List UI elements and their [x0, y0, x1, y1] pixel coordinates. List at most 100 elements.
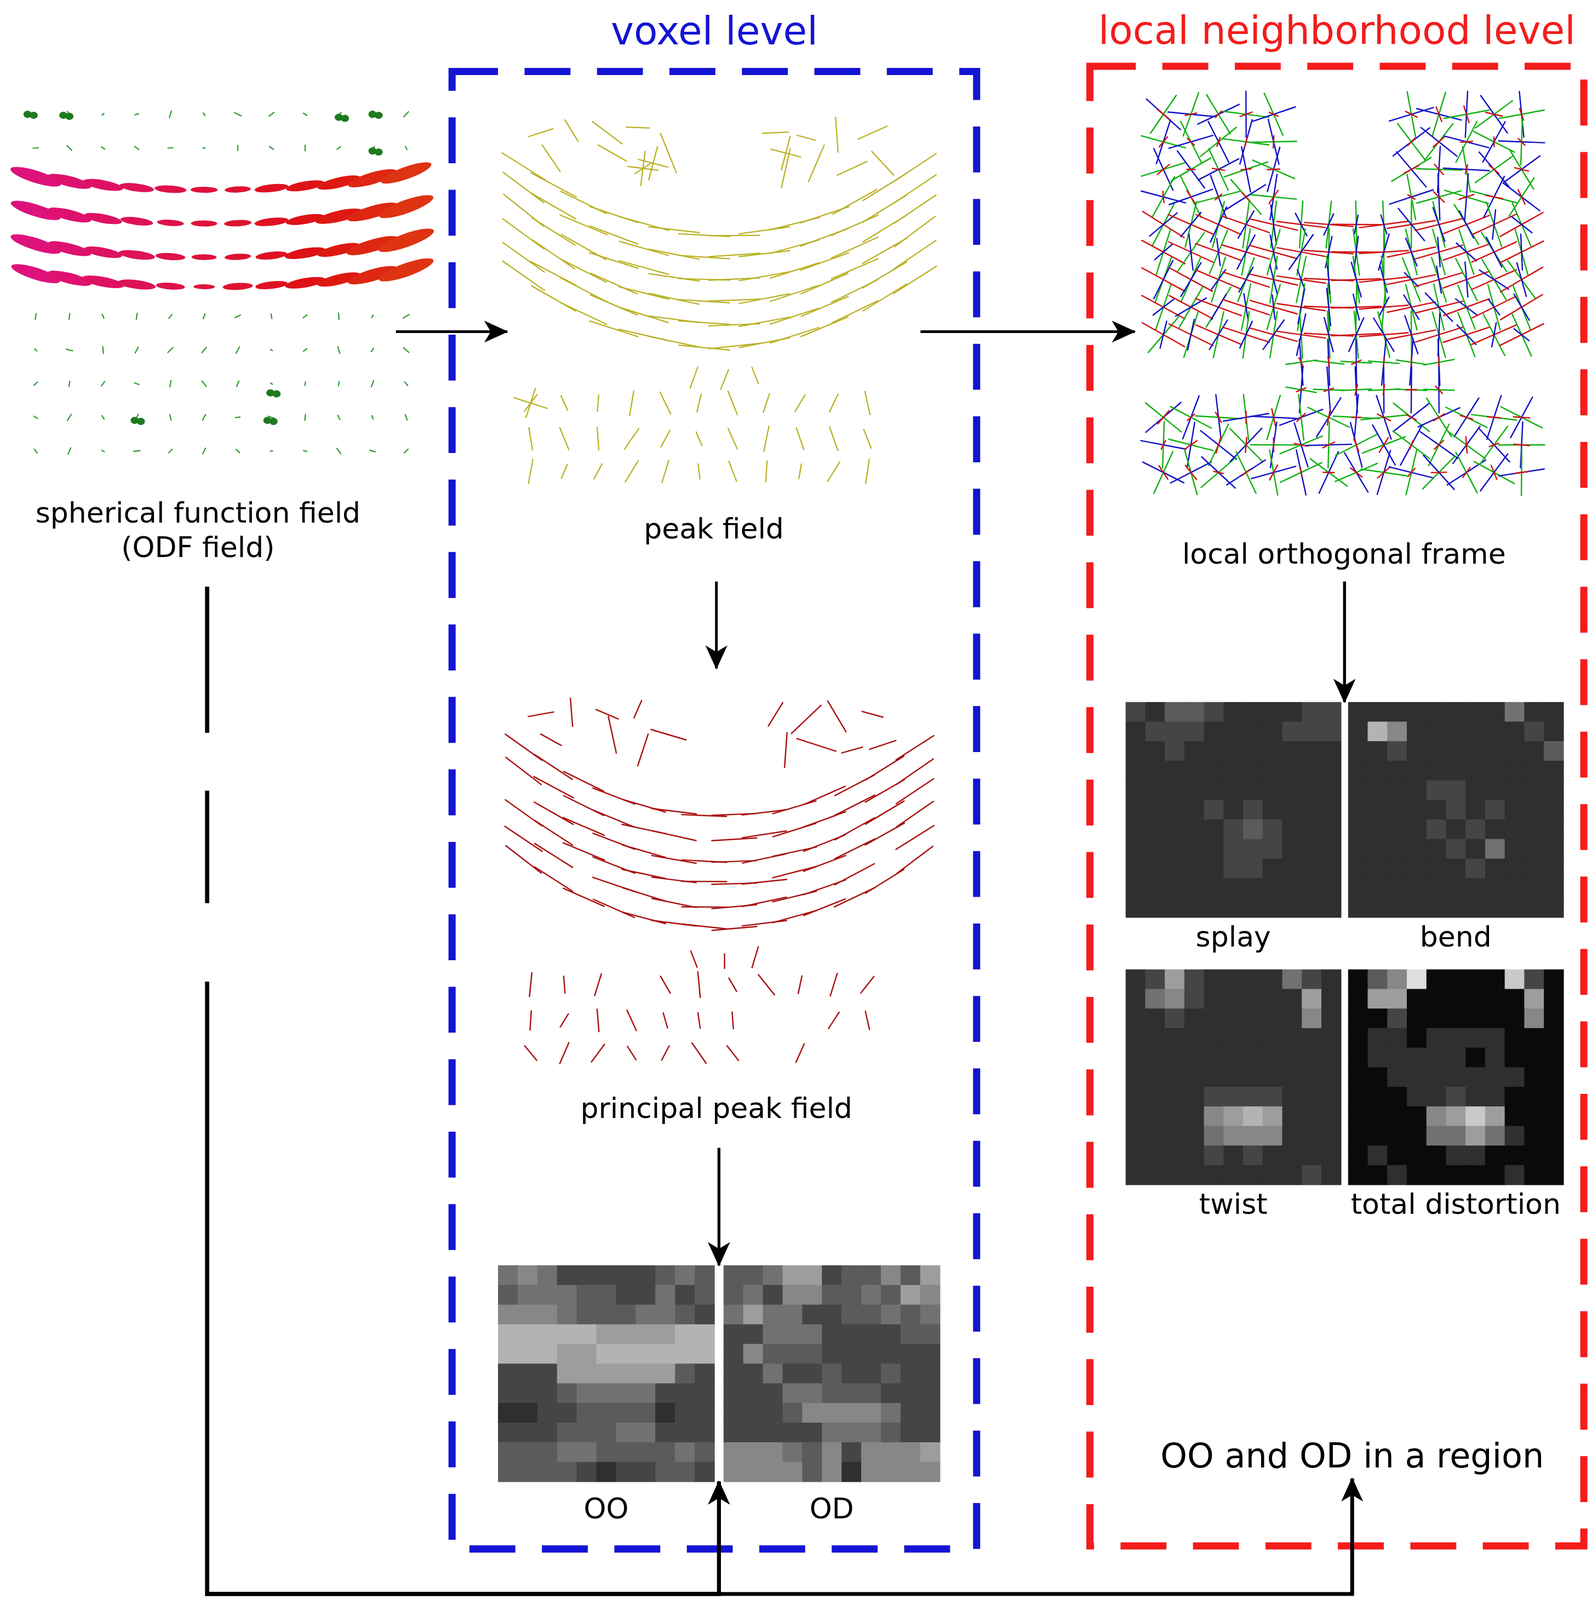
map-pixel [576, 1383, 598, 1404]
map-pixel [782, 1344, 803, 1365]
map-pixel [1543, 702, 1564, 723]
map-pixel [497, 1422, 519, 1443]
peak-line [660, 976, 671, 994]
frame-axis [1152, 176, 1175, 217]
odf-glyph [83, 210, 123, 227]
frame-axis [1238, 257, 1255, 302]
frame-axis [1216, 238, 1221, 266]
map-pixel [1204, 721, 1224, 742]
map-pixel [1524, 897, 1544, 918]
map-pixel [1387, 1086, 1407, 1107]
map-pixel [1465, 1028, 1486, 1049]
map-pixel [1426, 1145, 1447, 1166]
map-pixel [1504, 1106, 1525, 1127]
map-pixel [743, 1344, 764, 1365]
map-pixel [1387, 780, 1407, 801]
map-pixel [1426, 702, 1447, 723]
peak-line [739, 293, 790, 304]
map-pixel [1445, 839, 1466, 860]
map-pixel [1164, 878, 1185, 898]
frame-axis [1452, 426, 1481, 464]
odf-glyph [169, 380, 171, 387]
map-pixel [1223, 702, 1244, 723]
map-pixel [537, 1324, 558, 1345]
odf-glyph [371, 380, 374, 387]
peak-line [696, 394, 701, 412]
map-pixel [782, 1462, 803, 1483]
map-pixel [802, 1265, 823, 1286]
map-pixel [517, 1402, 538, 1424]
map-pixel [1543, 1126, 1564, 1147]
odf-glyph [102, 346, 104, 354]
peak-line [865, 756, 904, 780]
peak-line [720, 369, 729, 390]
frame-axis [1354, 384, 1357, 395]
frame-axis [1406, 388, 1417, 391]
map-pixel [1164, 859, 1185, 879]
frame-axis [1215, 193, 1222, 200]
peak-line [831, 258, 878, 279]
peak-line [593, 810, 635, 828]
frame-axis [1186, 190, 1195, 204]
map-pixel [1485, 1008, 1505, 1029]
frame-axis [1207, 121, 1229, 163]
frame-axis [1404, 315, 1418, 354]
map-pixel [1164, 799, 1185, 820]
map-pixel [1524, 1028, 1544, 1049]
map-pixel [1282, 1008, 1303, 1029]
map-pixel [1262, 1145, 1283, 1166]
frame-axis [1456, 243, 1477, 262]
map-pixel [1204, 1048, 1224, 1068]
map-pixel [615, 1383, 637, 1404]
map-pixel [1223, 721, 1244, 742]
map-pixel [1543, 1008, 1564, 1029]
odf-glyph [101, 415, 105, 420]
map-pixel [1406, 1008, 1427, 1029]
map-pixel [1524, 1067, 1544, 1087]
map-pixel [1243, 839, 1263, 860]
map-pixel [1485, 859, 1505, 879]
map-pixel [1223, 780, 1244, 801]
odf-glyph [336, 146, 341, 150]
map-pixel [1348, 878, 1368, 898]
frame-axis [1297, 290, 1305, 324]
frame-axis [1491, 322, 1497, 347]
peak-line [893, 266, 937, 294]
map-pixel [763, 1442, 784, 1463]
map-pixel [655, 1422, 676, 1443]
odf-glyph [193, 284, 215, 290]
map-pixel [1406, 859, 1427, 879]
map-pixel [1524, 1106, 1544, 1127]
frame-axis [1241, 284, 1251, 331]
frame-axis [1354, 236, 1359, 268]
map-pixel [1204, 1126, 1224, 1147]
map-pixel [1125, 839, 1146, 860]
map-pixel [1524, 878, 1544, 898]
map-pixel [1465, 760, 1486, 781]
map-pixel [537, 1304, 558, 1326]
odf-glyph [190, 220, 217, 227]
map-pixel [1387, 969, 1407, 990]
frame-axis [1395, 389, 1427, 391]
map-pixel [1387, 1048, 1407, 1068]
map-pixel [1348, 859, 1368, 879]
map-pixel [880, 1304, 902, 1326]
odf-glyph [191, 254, 217, 261]
map-pixel [674, 1462, 696, 1483]
map-pixel [497, 1363, 519, 1384]
connector-arrow [717, 1148, 721, 1266]
frame-axis [1215, 412, 1222, 423]
map-pixel [723, 1304, 744, 1326]
map-pixel [1164, 819, 1185, 840]
frame-axis [1226, 460, 1265, 485]
map-pixel [674, 1265, 696, 1286]
map-pixel [1485, 1086, 1505, 1107]
map-pixel [1243, 969, 1263, 990]
map-pixel [1406, 1048, 1427, 1068]
map-pixel [1301, 1145, 1322, 1166]
map-pixel [1262, 859, 1283, 879]
map-pixel [763, 1402, 784, 1424]
map-tile: total distortion [1348, 969, 1564, 1185]
map-pixel [1184, 819, 1205, 840]
peak-line [723, 954, 725, 969]
